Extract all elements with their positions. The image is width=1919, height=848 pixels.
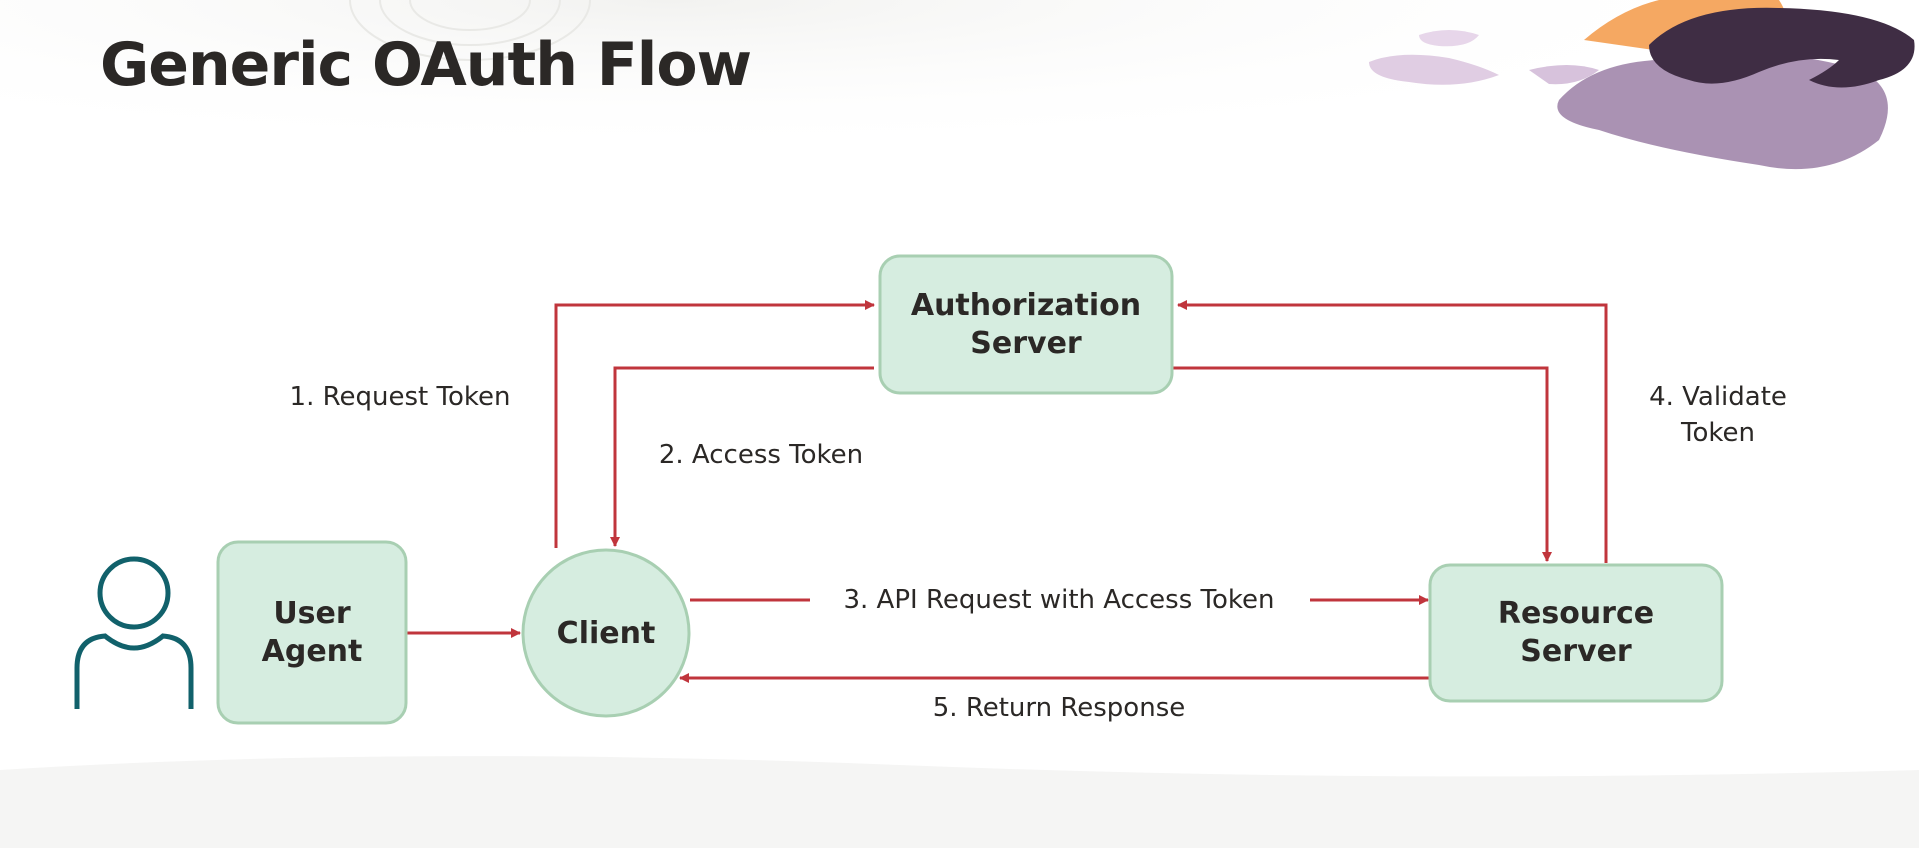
authorization-server-label-line2: Server [970, 326, 1082, 361]
edge-label-api-request: 3. API Request with Access Token [843, 585, 1274, 615]
arrow-auth-to-resource [1172, 366, 1552, 562]
arrow-request-token [554, 300, 875, 548]
resource-server-label-line1: Resource [1498, 596, 1654, 631]
resource-server-node: Resource Server [1428, 563, 1724, 703]
edge-label-validate-token-line2: Token [1680, 418, 1755, 448]
user-icon [74, 556, 194, 709]
decorative-brush-strokes [1369, 0, 1915, 170]
user-agent-node: User Agent [216, 540, 408, 725]
edge-label-validate-token-line1: 4. Validate [1649, 382, 1787, 412]
arrow-access-token [610, 366, 874, 547]
client-node: Client [521, 548, 691, 718]
edge-label-access-token: 2. Access Token [659, 440, 863, 470]
resource-server-label-line2: Server [1520, 634, 1632, 669]
edge-label-return-response: 5. Return Response [933, 693, 1185, 723]
edge-label-request-token: 1. Request Token [290, 382, 511, 412]
authorization-server-label-line1: Authorization [911, 288, 1141, 323]
user-agent-label-line2: Agent [262, 634, 363, 669]
page-title: Generic OAuth Flow [100, 30, 752, 100]
arrow-validate-token [1177, 300, 1608, 563]
authorization-server-node: Authorization Server [878, 254, 1174, 395]
client-label: Client [557, 616, 656, 651]
user-agent-label-line1: User [273, 596, 351, 631]
